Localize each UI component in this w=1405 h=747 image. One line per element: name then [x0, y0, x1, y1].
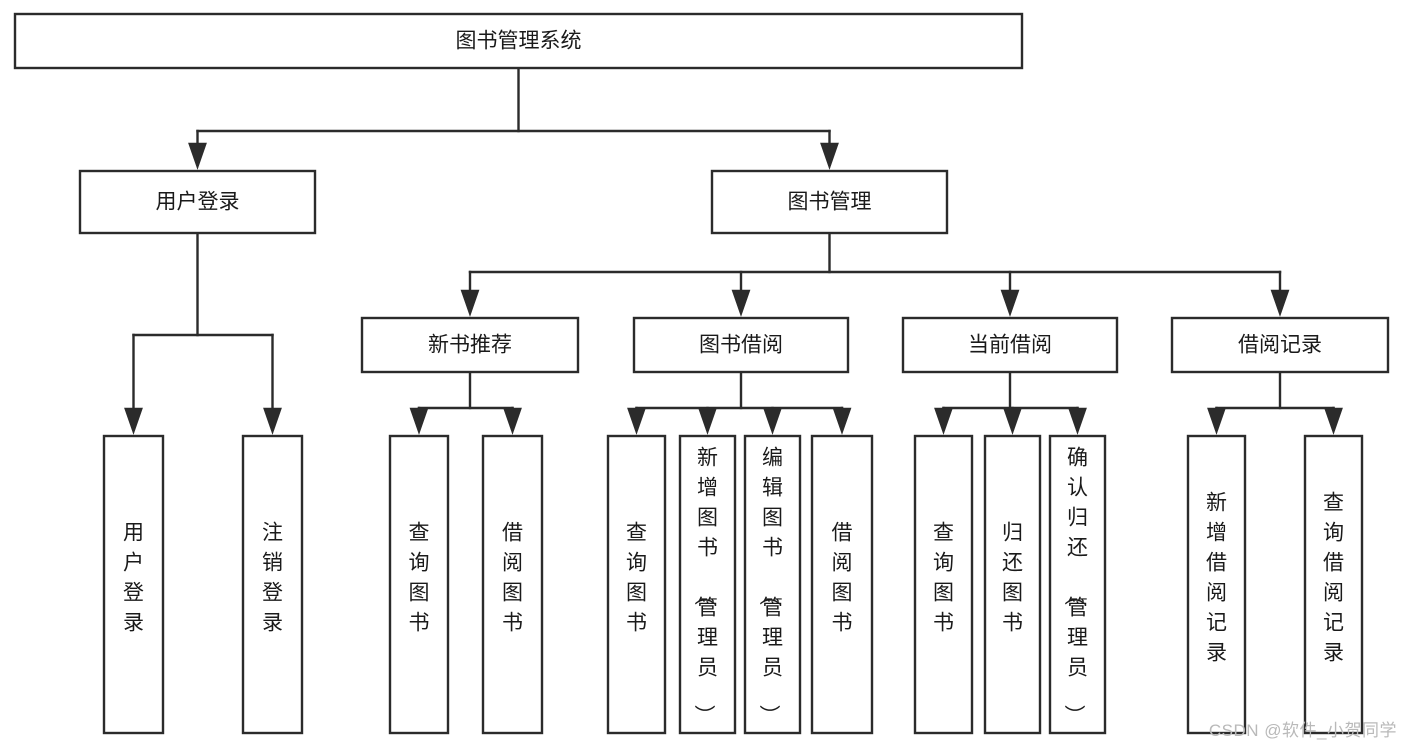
node-label-borrow-record: 借阅记录 — [1238, 334, 1322, 357]
node-leaf-query-book-1[interactable]: 查询图书 — [388, 434, 450, 735]
node-new-book-recommend[interactable]: 新书推荐 — [360, 316, 580, 374]
arrow-head — [934, 407, 953, 435]
node-box-book-borrow — [632, 316, 850, 374]
arrow-head — [832, 407, 852, 435]
node-box-leaf-logout — [241, 434, 304, 735]
arrow-head — [503, 407, 522, 435]
node-box-borrow-record — [1170, 316, 1390, 374]
node-box-root — [13, 12, 1024, 70]
connector-group-root — [188, 66, 839, 170]
node-leaf-user-login[interactable]: 用户登录 — [102, 434, 165, 735]
node-leaf-edit-book[interactable]: 编辑图书（管理员） — [743, 434, 802, 735]
node-box-leaf-query-book-3 — [913, 434, 974, 735]
arrow-head — [627, 407, 646, 435]
node-box-leaf-query-record — [1303, 434, 1364, 735]
node-leaf-borrow-book-1[interactable]: 借阅图书 — [481, 434, 544, 735]
connector-group-new-book-recommend — [409, 370, 522, 435]
node-label-leaf-add-book: 新增图书（管理员） — [692, 447, 718, 726]
arrow-head — [731, 289, 751, 317]
arrow-head — [409, 407, 429, 435]
arrow-head — [1207, 407, 1226, 435]
node-leaf-confirm-return[interactable]: 确认归还（管理员） — [1048, 434, 1107, 735]
node-user-login[interactable]: 用户登录 — [78, 169, 317, 235]
node-box-leaf-borrow-book-1 — [481, 434, 544, 735]
node-label-leaf-edit-book: 编辑图书（管理员） — [757, 447, 783, 726]
node-label-new-book-recommend: 新书推荐 — [428, 334, 512, 357]
node-label-leaf-confirm-return: 确认归还（管理员） — [1062, 447, 1088, 726]
node-borrow-record[interactable]: 借阅记录 — [1170, 316, 1390, 374]
node-box-leaf-add-record — [1186, 434, 1247, 735]
connector-group-book-borrow — [627, 370, 852, 435]
arrow-head — [1068, 407, 1087, 435]
node-book-borrow[interactable]: 图书借阅 — [632, 316, 850, 374]
node-leaf-borrow-book-2[interactable]: 借阅图书 — [810, 434, 874, 735]
node-box-leaf-edit-book — [743, 434, 802, 735]
node-label-leaf-query-book-1: 查询图书 — [409, 522, 430, 635]
arrow-head — [124, 407, 143, 435]
node-label-leaf-query-record: 查询借阅记录 — [1323, 492, 1344, 665]
arrow-head — [460, 289, 480, 317]
arrow-head — [763, 407, 782, 435]
arrow-head — [1324, 407, 1343, 435]
node-layer: 图书管理系统用户登录图书管理新书推荐图书借阅当前借阅借阅记录用户登录注销登录查询… — [13, 12, 1390, 735]
node-label-user-login: 用户登录 — [156, 191, 240, 214]
node-root[interactable]: 图书管理系统 — [13, 12, 1024, 70]
node-label-book-borrow: 图书借阅 — [699, 334, 783, 357]
node-leaf-query-book-3[interactable]: 查询图书 — [913, 434, 974, 735]
csdn-watermark: CSDN @软件_小贺同学 — [1208, 721, 1397, 740]
node-book-manage[interactable]: 图书管理 — [710, 169, 949, 235]
arrow-head — [1270, 289, 1290, 317]
node-current-borrow[interactable]: 当前借阅 — [901, 316, 1119, 374]
node-label-leaf-query-book-3: 查询图书 — [933, 522, 954, 635]
node-label-leaf-user-login: 用户登录 — [123, 522, 144, 635]
node-label-leaf-add-record: 新增借阅记录 — [1206, 492, 1227, 665]
connector-group-current-borrow — [934, 370, 1087, 435]
node-leaf-return-book[interactable]: 归还图书 — [983, 434, 1042, 735]
node-label-leaf-query-book-2: 查询图书 — [626, 522, 647, 635]
node-label-root: 图书管理系统 — [456, 30, 582, 53]
arrow-head — [698, 407, 717, 435]
node-label-leaf-borrow-book-1: 借阅图书 — [502, 522, 523, 635]
connector-group-book-manage — [460, 231, 1290, 317]
connector-layer — [124, 66, 1343, 435]
arrow-head — [1003, 407, 1022, 435]
node-box-leaf-query-book-2 — [606, 434, 667, 735]
node-box-leaf-borrow-book-2 — [810, 434, 874, 735]
node-label-leaf-return-book: 归还图书 — [1002, 522, 1023, 635]
node-box-new-book-recommend — [360, 316, 580, 374]
node-box-user-login — [78, 169, 317, 235]
arrow-head — [188, 142, 207, 170]
node-label-book-manage: 图书管理 — [788, 191, 872, 214]
connector-group-borrow-record — [1207, 370, 1343, 435]
node-leaf-logout[interactable]: 注销登录 — [241, 434, 304, 735]
connector-group-user-login — [124, 231, 282, 435]
node-leaf-add-record[interactable]: 新增借阅记录 — [1186, 434, 1247, 735]
node-box-leaf-confirm-return — [1048, 434, 1107, 735]
node-box-leaf-return-book — [983, 434, 1042, 735]
arrow-head — [263, 407, 282, 435]
node-box-leaf-query-book-1 — [388, 434, 450, 735]
node-label-current-borrow: 当前借阅 — [968, 334, 1052, 357]
node-leaf-query-record[interactable]: 查询借阅记录 — [1303, 434, 1364, 735]
node-box-current-borrow — [901, 316, 1119, 374]
node-leaf-add-book[interactable]: 新增图书（管理员） — [678, 434, 737, 735]
arrow-head — [820, 142, 839, 170]
node-box-leaf-user-login — [102, 434, 165, 735]
node-label-leaf-logout: 注销登录 — [262, 522, 283, 635]
arrow-head — [1000, 289, 1020, 317]
node-box-book-manage — [710, 169, 949, 235]
node-label-leaf-borrow-book-2: 借阅图书 — [832, 522, 853, 635]
node-box-leaf-add-book — [678, 434, 737, 735]
node-leaf-query-book-2[interactable]: 查询图书 — [606, 434, 667, 735]
